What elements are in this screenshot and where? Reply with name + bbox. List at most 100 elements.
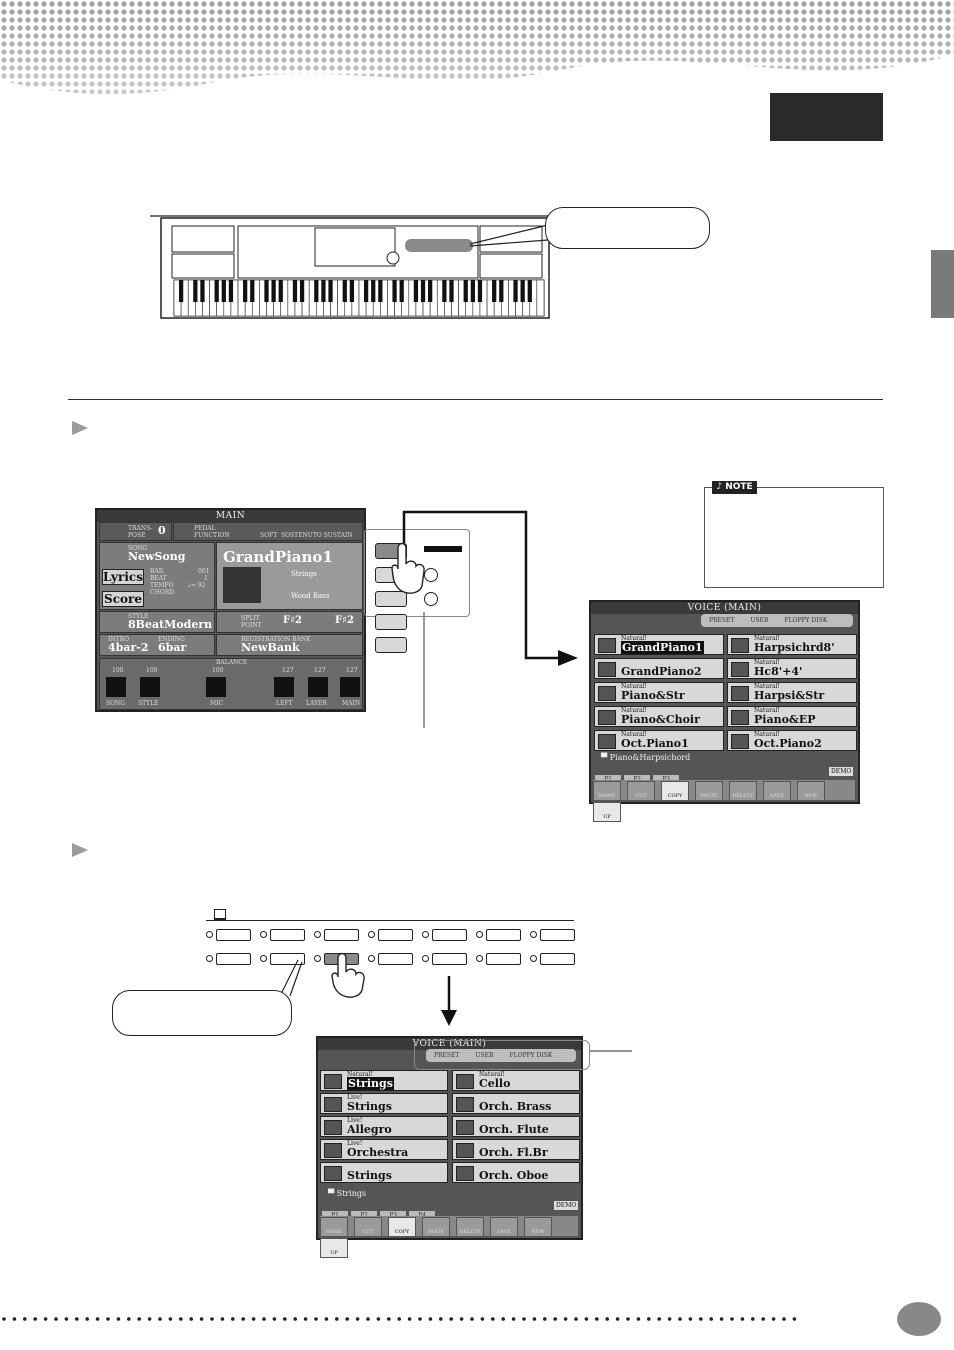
page-tab-2[interactable]: P2 [624, 775, 650, 784]
copy-button[interactable]: COPY [388, 1217, 416, 1237]
cut-button[interactable]: CUT [627, 781, 655, 801]
split-point-panel[interactable]: SPLIT POINT F♯2 F♯2 [216, 611, 363, 633]
voice-button[interactable]: Live!Allegro [320, 1116, 448, 1137]
voice-button[interactable]: Natural!Piano&Str [594, 682, 724, 703]
new-button[interactable]: NEW [797, 781, 825, 801]
panel-select-button[interactable] [432, 929, 467, 941]
name-button[interactable]: NAME [320, 1217, 348, 1237]
voice-name: GrandPiano1 [621, 641, 704, 654]
voice-button[interactable]: Orch. Brass [452, 1093, 580, 1114]
delete-button[interactable]: DELETE [456, 1217, 484, 1237]
black-key [299, 280, 305, 302]
drive-tabs[interactable]: PRESET USER FLOPPY DISK [426, 1049, 576, 1062]
tab-floppy-disk[interactable]: FLOPPY DISK [784, 617, 828, 624]
tab-user[interactable]: USER [750, 617, 769, 624]
voice-button[interactable]: Live!Strings [320, 1093, 448, 1114]
voice-name: Strings [347, 1100, 392, 1113]
voice-icon [456, 1097, 474, 1112]
panel-select-button[interactable] [270, 953, 305, 965]
page-tab-3[interactable]: P3 [653, 775, 679, 784]
voice-button[interactable]: Natural!GrandPiano1 [594, 634, 724, 655]
fader-style[interactable] [140, 677, 160, 697]
registration-panel[interactable]: REGISTRATION BANK NewBank [216, 634, 363, 656]
voice-button[interactable]: Live!Orchestra [320, 1139, 448, 1160]
voice-button[interactable]: Natural!Harpsi&Str [727, 682, 857, 703]
display-button-e[interactable] [375, 637, 407, 653]
voice-icon [598, 710, 616, 725]
lyrics-button[interactable]: Lyrics [102, 569, 144, 585]
save-button[interactable]: SAVE [490, 1217, 518, 1237]
display-button-d[interactable] [375, 614, 407, 630]
voice-name: Oct.Piano1 [621, 737, 689, 750]
panel-select-button[interactable] [486, 953, 521, 965]
paste-button[interactable]: PASTE [695, 781, 723, 801]
fader-layer[interactable] [308, 677, 328, 697]
page-tabs[interactable]: P1P2P3 [595, 766, 682, 784]
save-button[interactable]: SAVE [763, 781, 791, 801]
panel-select-button[interactable] [432, 953, 467, 965]
voice-button[interactable]: Natural!Oct.Piano1 [594, 730, 724, 751]
page-tab-1[interactable]: P1 [322, 1211, 348, 1220]
voice-button[interactable]: Natural!Strings [320, 1070, 448, 1091]
pedal-box: PEDAL FUNCTION SOFT SOSTENUTO SUSTAIN [173, 522, 363, 541]
panel-select-button[interactable] [540, 929, 575, 941]
up-button[interactable]: UP [320, 1238, 348, 1258]
voice-button[interactable]: Natural!Piano&EP [727, 706, 857, 727]
voice-button[interactable]: Orch. Fl.Br [452, 1139, 580, 1160]
registration-value: NewBank [241, 641, 300, 654]
tab-user[interactable]: USER [475, 1052, 494, 1059]
voice-button[interactable]: Strings [320, 1162, 448, 1183]
voice-button[interactable]: Natural!Cello [452, 1070, 580, 1091]
voice-button[interactable]: Natural!Harpsichrd8' [727, 634, 857, 655]
voice-category: Natural! [479, 1071, 505, 1078]
voice-button[interactable]: Orch. Oboe [452, 1162, 580, 1183]
voice-button[interactable]: Orch. Flute [452, 1116, 580, 1137]
panel-select-button[interactable] [324, 929, 359, 941]
demo-button[interactable]: DEMO [554, 1201, 579, 1210]
voice-category: Live! [347, 1094, 363, 1101]
page-tab-4[interactable]: P4 [409, 1211, 435, 1220]
voice-panel[interactable]: GrandPiano1 Strings Wood Bass [216, 542, 363, 610]
demo-button[interactable]: DEMO [829, 767, 854, 776]
voice-button[interactable]: Natural!Hc8'+4' [727, 658, 857, 679]
panel-select-button[interactable] [378, 953, 413, 965]
copy-button[interactable]: COPY [661, 781, 689, 801]
song-panel[interactable]: SONG NewSong Lyrics Score BAR BEAT TEMPO… [99, 542, 215, 610]
panel-select-button[interactable] [540, 953, 575, 965]
panel-select-button[interactable] [486, 929, 521, 941]
page-tab-3[interactable]: P3 [380, 1211, 406, 1220]
page-tabs[interactable]: P1P2P3P4 [322, 1202, 438, 1220]
balance-panel[interactable]: BALANCE 100 100 100 127 127 127 SONG STY… [99, 658, 363, 710]
name-button[interactable]: NAME [593, 781, 621, 801]
tempo-value: ♩= 92 [188, 582, 206, 589]
delete-button[interactable]: DELETE [729, 781, 757, 801]
voice-button[interactable]: Natural!Oct.Piano2 [727, 730, 857, 751]
fader-mic[interactable] [206, 677, 226, 697]
paste-button[interactable]: PASTE [422, 1217, 450, 1237]
beat-label: BEAT [150, 575, 167, 582]
panel-select-button[interactable] [216, 953, 251, 965]
page-tab-1[interactable]: P1 [595, 775, 621, 784]
bar-label: BAR [150, 568, 164, 575]
up-button[interactable]: UP [593, 802, 621, 822]
style-panel[interactable]: STYLE 8BeatModern [99, 611, 215, 633]
page-tab-2[interactable]: P2 [351, 1211, 377, 1220]
voice-button[interactable]: Natural!Piano&Choir [594, 706, 724, 727]
panel-select-button[interactable] [378, 929, 413, 941]
new-button[interactable]: NEW [524, 1217, 552, 1237]
score-button[interactable]: Score [102, 591, 144, 607]
intro-ending-panel[interactable]: INTRO 4bar-2 ENDING 6bar [99, 634, 215, 656]
panel-select-button[interactable] [216, 929, 251, 941]
panel-select-button[interactable] [270, 929, 305, 941]
tab-preset[interactable]: PRESET [709, 617, 735, 624]
fader-left[interactable] [274, 677, 294, 697]
fader-song[interactable] [106, 677, 126, 697]
fader-main[interactable] [340, 677, 360, 697]
tab-floppy-disk[interactable]: FLOPPY DISK [509, 1052, 553, 1059]
voice-button[interactable]: GrandPiano2 [594, 658, 724, 679]
cut-button[interactable]: CUT [354, 1217, 382, 1237]
tab-preset[interactable]: PRESET [434, 1052, 460, 1059]
drive-tabs[interactable]: PRESET USER FLOPPY DISK [701, 614, 853, 627]
black-key [178, 280, 184, 302]
